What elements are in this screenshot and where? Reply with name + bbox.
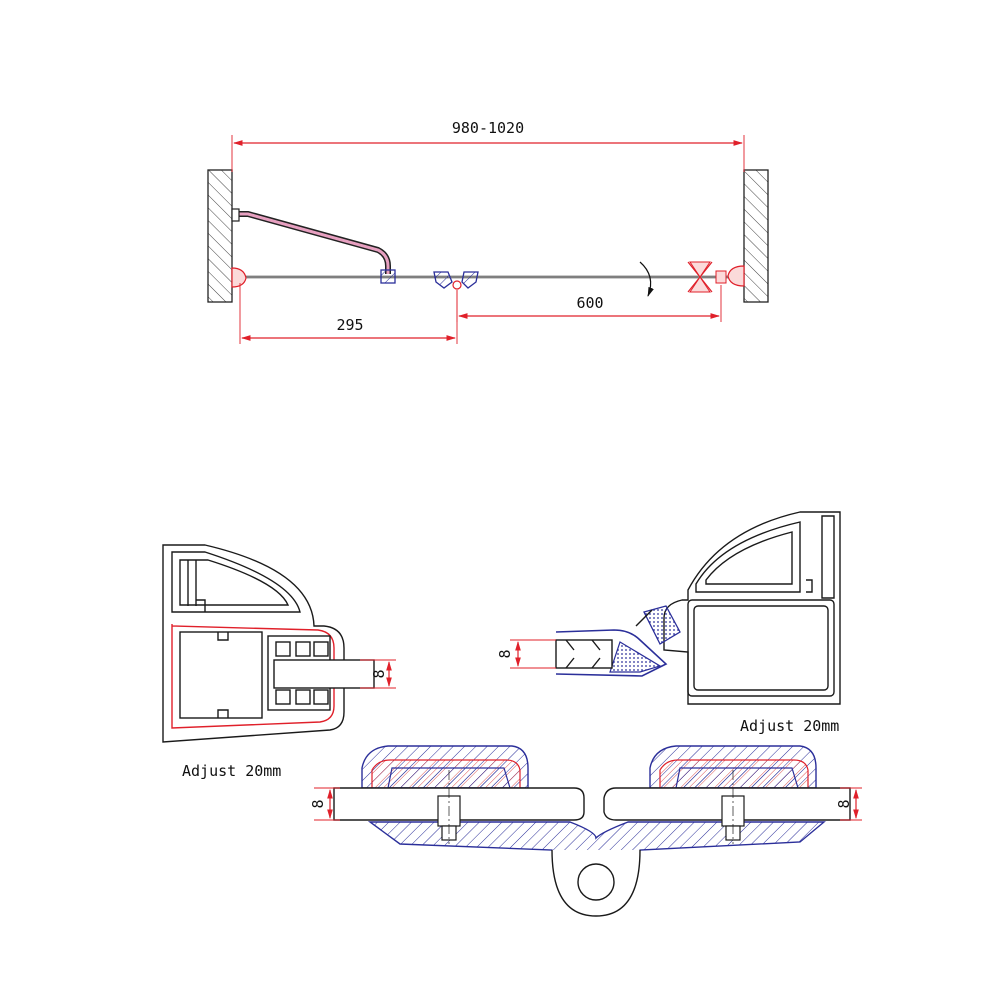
glass-edge-left [273,659,375,689]
plan-view: 980-1020 [207,119,769,344]
wall-profile-detail: 8 Adjust 20mm [162,544,396,780]
left-wall [207,169,233,303]
left-wall-bracket [231,267,247,288]
bar-clamp [380,269,396,284]
overall-width-label: 980-1020 [452,119,524,137]
magnet-profile-detail: 8 Adjust 20mm [496,511,841,735]
fixed-panel-dimension: 295 [239,283,458,344]
door-width-label: 600 [576,294,603,312]
hinge [433,271,479,290]
wall-adjust-note: Adjust 20mm [182,762,281,780]
hinge-detail: 8 8 [309,745,862,917]
glass-thickness-hinge-right-label: 8 [835,799,853,808]
door-swing-arrow [639,261,654,297]
glass-edge-magnet [555,639,613,669]
door-dimension: 600 [456,285,722,322]
screw-left [437,770,461,844]
overall-dimension: 980-1020 [231,119,745,172]
door-handle [687,261,727,293]
magnet-adjust-note: Adjust 20mm [740,717,839,735]
glass-thickness-left-label: 8 [370,669,388,678]
glass-thickness-hinge-left-label: 8 [309,799,327,808]
fixed-panel-label: 295 [336,316,363,334]
stabilizer-bar [231,208,391,274]
right-wall-bracket [727,265,745,287]
pivot-pin [577,863,615,901]
screw-right [721,770,745,844]
right-wall [743,169,769,303]
glass-thickness-magnet-label: 8 [496,649,514,658]
